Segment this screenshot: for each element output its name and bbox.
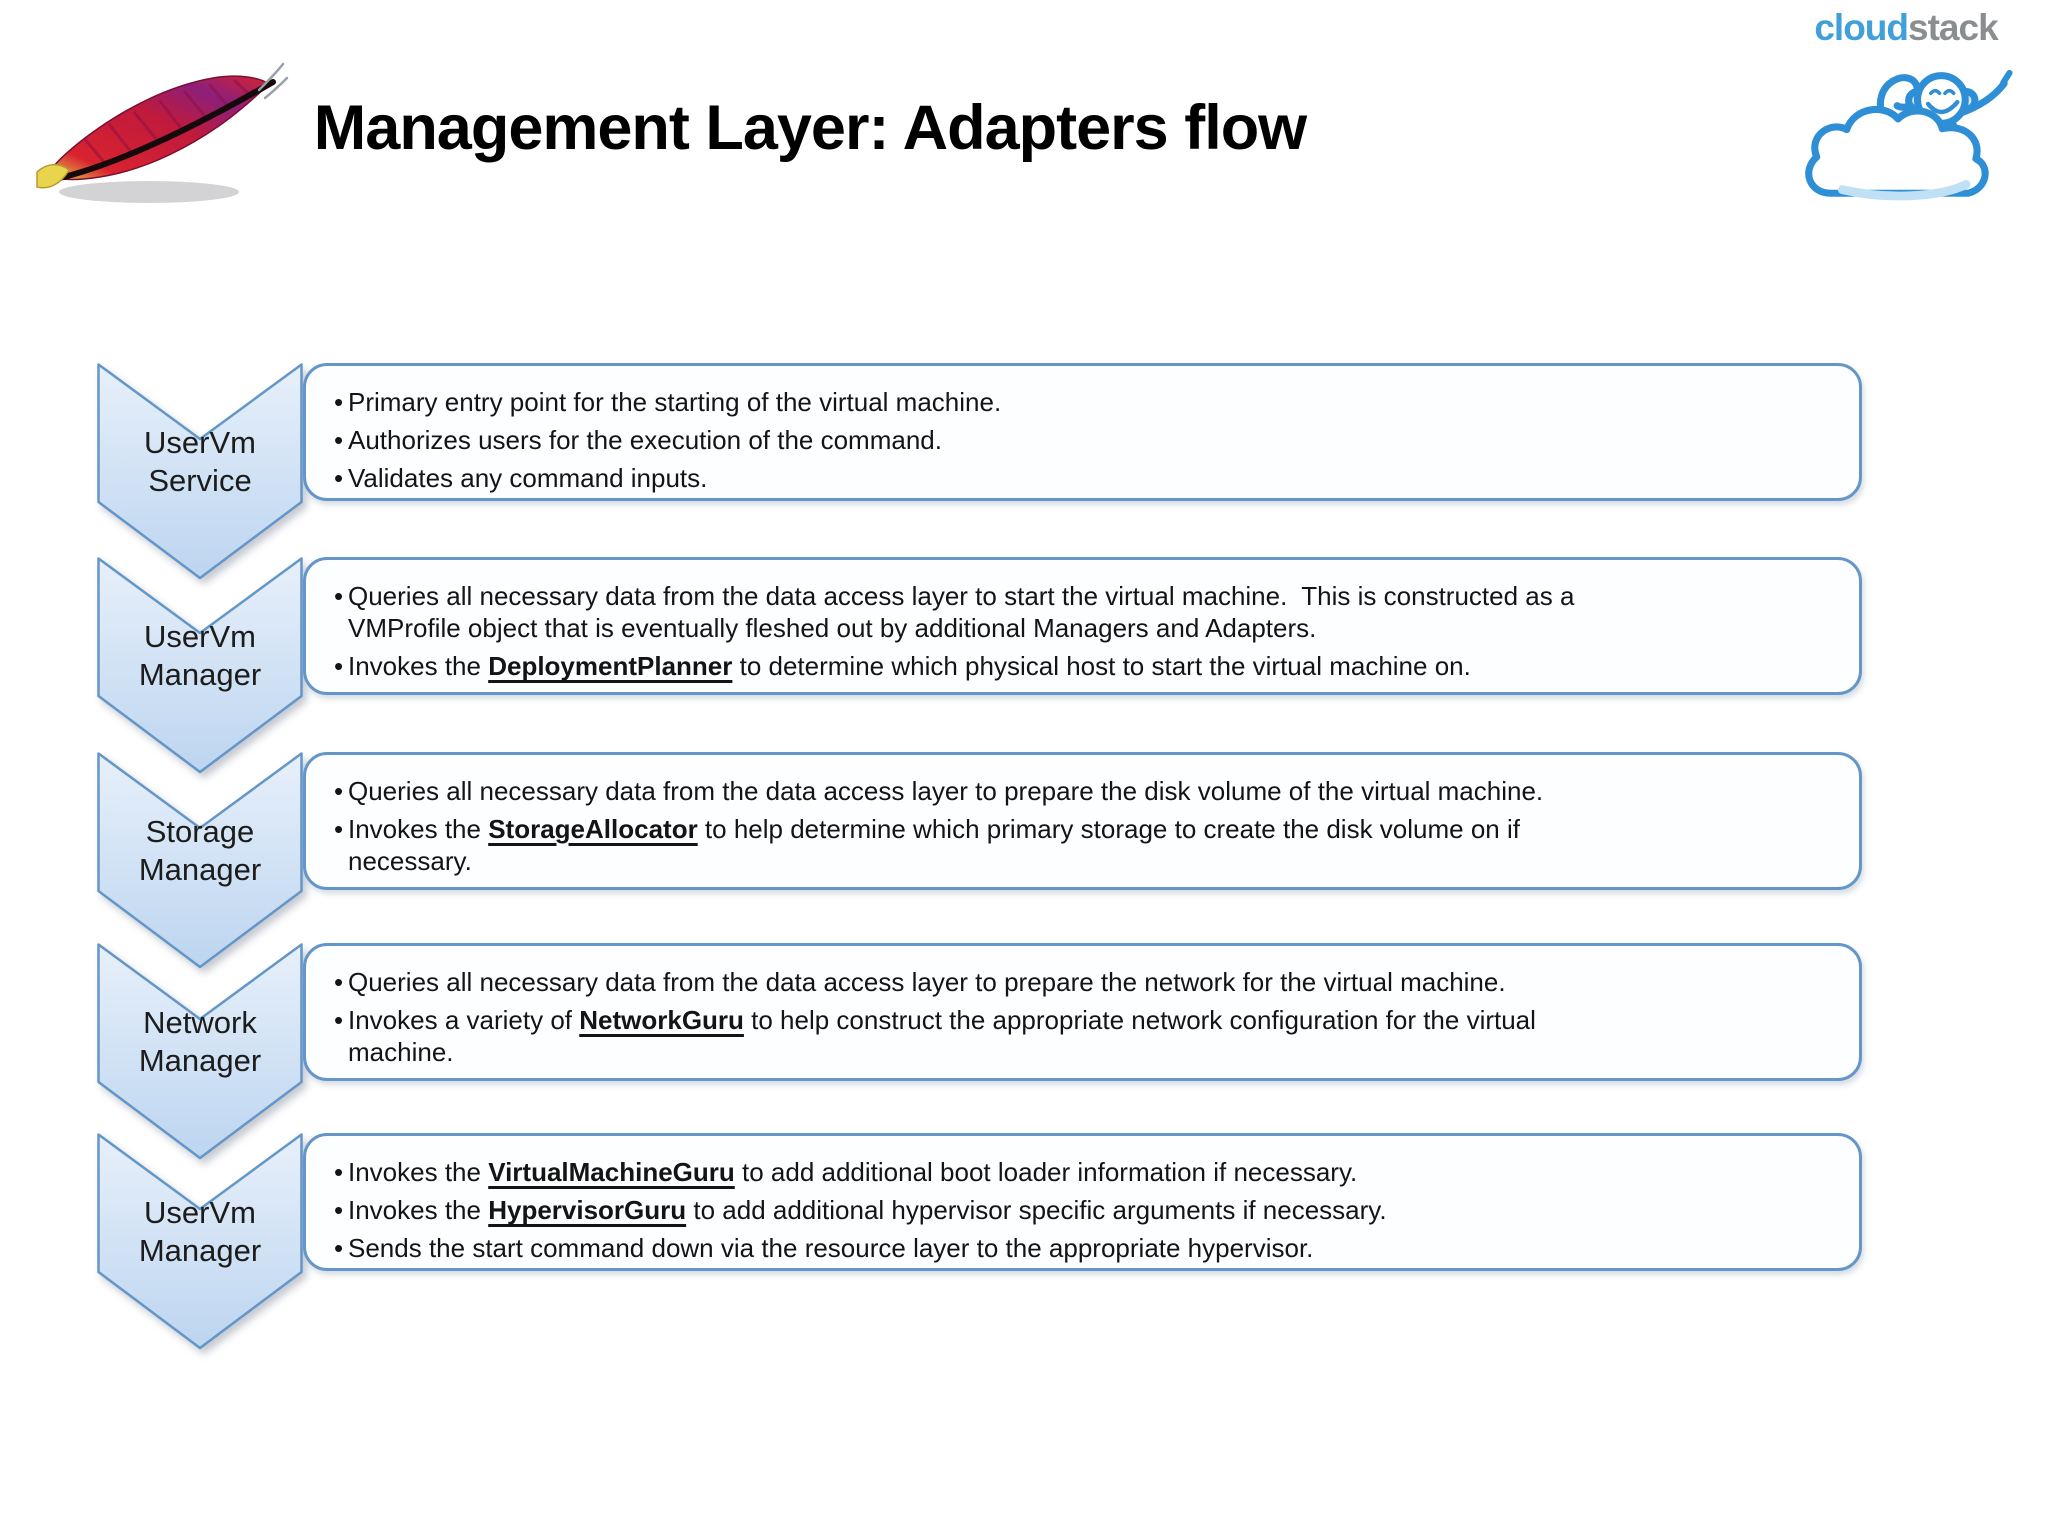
bullet-item: •Invokes the VirtualMachineGuru to add a… <box>334 1157 1358 1187</box>
bullet-item: •Queries all necessary data from the dat… <box>334 581 1575 643</box>
cloudstack-wordmark: cloudstack <box>1772 8 2040 48</box>
cloudstack-logo: cloudstack <box>1772 8 2040 220</box>
callout-box: •Queries all necessary data from the dat… <box>303 752 1862 890</box>
bullet-item: •Invokes the DeploymentPlanner to determ… <box>334 651 1471 681</box>
callout-box: •Queries all necessary data from the dat… <box>303 943 1862 1081</box>
page-title: Management Layer: Adapters flow <box>313 93 1307 163</box>
bullet-item: •Validates any command inputs. <box>334 463 708 493</box>
bullet-item: •Queries all necessary data from the dat… <box>334 776 1544 806</box>
callout-box: •Primary entry point for the starting of… <box>303 363 1862 501</box>
bullet-item: •Invokes the StorageAllocator to help de… <box>334 814 1520 876</box>
bullet-item: •Primary entry point for the starting of… <box>334 387 1002 417</box>
cloudstack-word-stack: stack <box>1908 7 1999 48</box>
cloudstack-monkey-icon <box>1805 69 2013 201</box>
apache-feather-logo <box>36 62 289 203</box>
bullet-item: •Invokes the HypervisorGuru to add addit… <box>334 1195 1387 1225</box>
bullet-item: •Queries all necessary data from the dat… <box>334 967 1506 997</box>
bullet-item: •Invokes a variety of NetworkGuru to hel… <box>334 1005 1536 1067</box>
callout-box: •Queries all necessary data from the dat… <box>303 557 1862 695</box>
bullet-item: •Sends the start command down via the re… <box>334 1233 1314 1263</box>
callout-box: •Invokes the VirtualMachineGuru to add a… <box>303 1133 1862 1271</box>
bullet-item: •Authorizes users for the execution of t… <box>334 425 942 455</box>
cloudstack-word-cloud: cloud <box>1814 7 1909 48</box>
